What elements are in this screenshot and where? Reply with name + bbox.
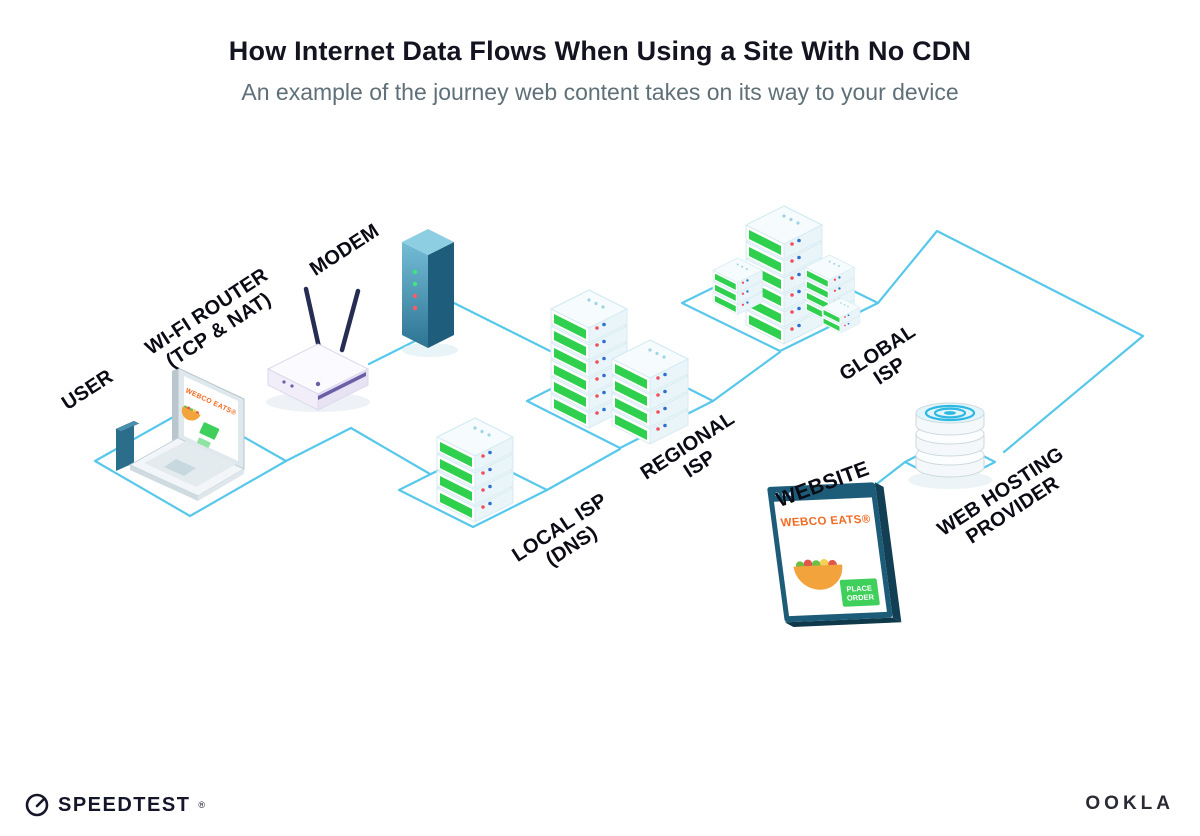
- place-order-line1: PLACE: [846, 584, 873, 594]
- modem-illustration: [402, 229, 458, 357]
- antenna-icon: [303, 286, 361, 355]
- page-subtitle: An example of the journey web content ta…: [241, 79, 959, 105]
- place-order-button: [839, 578, 880, 607]
- database-illustration: [908, 402, 992, 489]
- page-title: How Internet Data Flows When Using a Sit…: [228, 36, 972, 66]
- regional-isp-servers: [550, 289, 689, 445]
- header: How Internet Data Flows When Using a Sit…: [0, 36, 1200, 106]
- global-isp-servers: [712, 205, 861, 345]
- window-dot-icon: [781, 492, 787, 497]
- speedtest-logo: SPEEDTEST ®: [24, 792, 205, 818]
- window-dot-icon: [774, 492, 780, 497]
- speedtest-gauge-icon: [25, 793, 49, 817]
- speedtest-wordmark: SPEEDTEST: [58, 793, 191, 816]
- local-isp-servers: [436, 417, 514, 523]
- laptop-illustration: WEBCO EATS®: [116, 367, 246, 501]
- website-brand: WEBCO EATS®: [780, 514, 872, 530]
- laptop-order-button: [199, 422, 220, 440]
- ookla-logo: OOKLA: [1085, 793, 1174, 814]
- wifi-router-illustration: [266, 286, 370, 412]
- browser-window-illustration: WEBCO EATS® PLACE ORDER: [767, 482, 902, 627]
- phone-illustration: [116, 421, 134, 471]
- place-order-line2: ORDER: [846, 592, 875, 602]
- window-dot-icon: [788, 491, 794, 497]
- speedtest-trademark: ®: [198, 800, 206, 810]
